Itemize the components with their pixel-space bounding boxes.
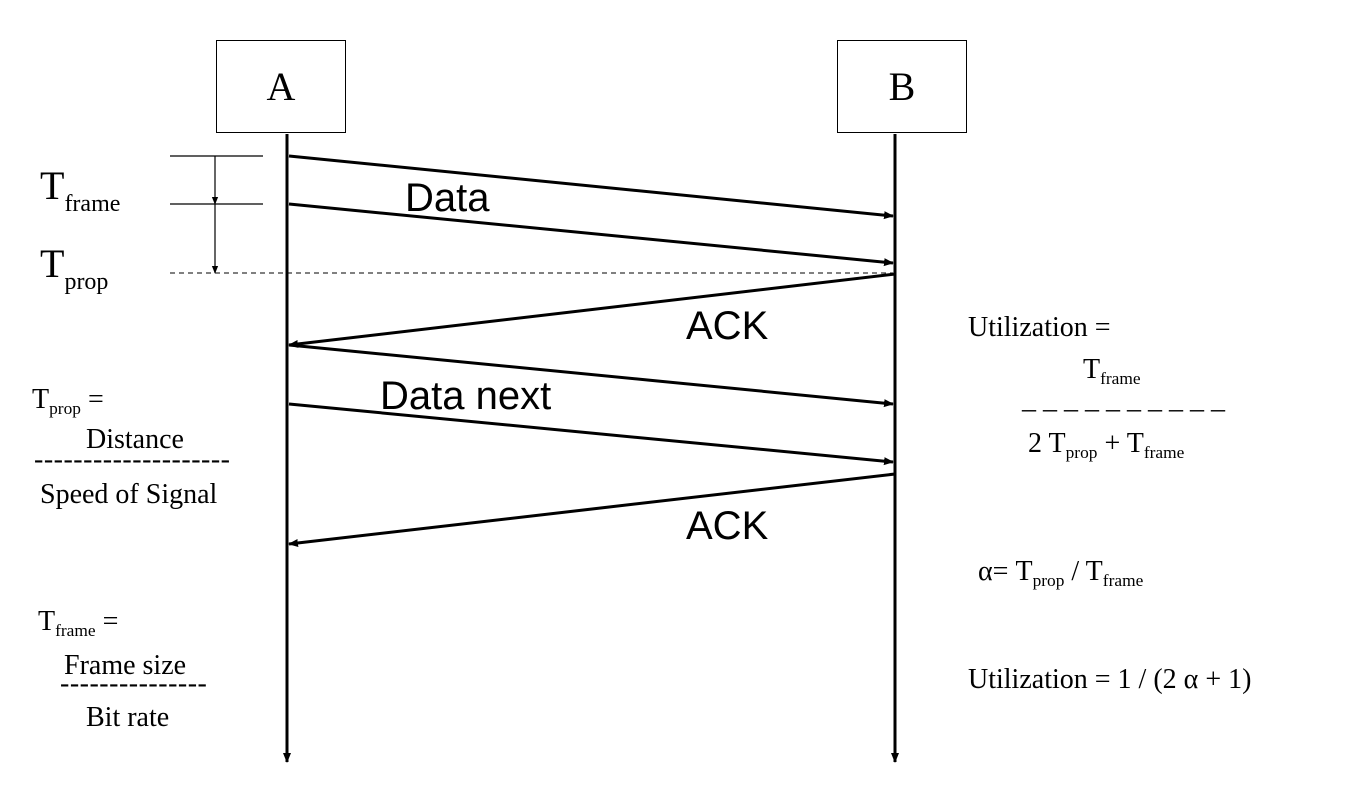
alpha-pre: α= T	[978, 556, 1033, 587]
tframe-formula-head: Tframe =	[38, 606, 119, 641]
data-arrow-end	[288, 202, 894, 267]
utilization-denominator: 2 Tprop + Tframe	[1028, 428, 1185, 463]
alpha-mid: / T	[1064, 556, 1103, 587]
tframe-formula-sub: frame	[55, 621, 96, 641]
tframe-formula-t: T	[38, 606, 56, 637]
data-next-label: Data next	[380, 374, 552, 418]
data-label: Data	[405, 176, 490, 220]
tframe-divider: ---------------	[60, 668, 208, 699]
tframe-label-sub: frame	[64, 191, 121, 217]
tframe-label: Tframe	[40, 163, 121, 217]
tprop-numerator: Distance	[86, 424, 184, 455]
util-num-sub: frame	[1100, 369, 1141, 389]
utilization-numerator: Tframe	[1083, 354, 1141, 389]
util-den-pre: 2 T	[1028, 428, 1066, 459]
tprop-formula-head: Tprop =	[32, 384, 104, 419]
tframe-label-t: T	[40, 163, 65, 208]
tprop-formula-t: T	[32, 384, 50, 415]
node-b: B	[837, 40, 967, 133]
util-den-sub2: frame	[1143, 443, 1185, 463]
ack-label-2: ACK	[686, 504, 769, 548]
data-next-arrow-end	[288, 402, 894, 466]
data-arrow-start	[288, 154, 894, 220]
util-den-mid: + T	[1097, 428, 1144, 459]
tframe-numerator: Frame size	[64, 650, 187, 681]
utilization-divider: _ _ _ _ _ _ _ _ _ _	[1022, 384, 1225, 415]
tprop-denominator: Speed of Signal	[40, 479, 218, 510]
node-b-label: B	[888, 64, 916, 109]
util-num-t: T	[1083, 354, 1101, 385]
alpha-sub2: frame	[1102, 571, 1144, 591]
tprop-label-sub: prop	[64, 269, 109, 295]
ack-arrow-2	[288, 472, 896, 547]
tprop-divider: --------------------	[34, 444, 231, 475]
alpha-formula: α= Tprop / Tframe	[978, 556, 1144, 591]
util-den-sub1: prop	[1065, 443, 1098, 463]
utilization-alpha-formula: Utilization = 1 / (2 α + 1)	[968, 664, 1252, 695]
tprop-formula-eq: =	[80, 384, 104, 415]
tframe-formula-eq: =	[95, 606, 119, 637]
ack-arrow-1	[288, 272, 896, 348]
tprop-label: Tprop	[40, 241, 109, 295]
alpha-sub1: prop	[1032, 571, 1065, 591]
ack-label-1: ACK	[686, 304, 769, 348]
tprop-label-t: T	[40, 241, 65, 286]
utilization-label: Utilization =	[968, 312, 1111, 343]
tframe-denominator: Bit rate	[86, 702, 170, 733]
tprop-formula-sub: prop	[49, 399, 81, 419]
node-a: A	[216, 40, 346, 133]
data-next-arrow-start	[288, 343, 894, 408]
node-a-label: A	[266, 64, 296, 109]
